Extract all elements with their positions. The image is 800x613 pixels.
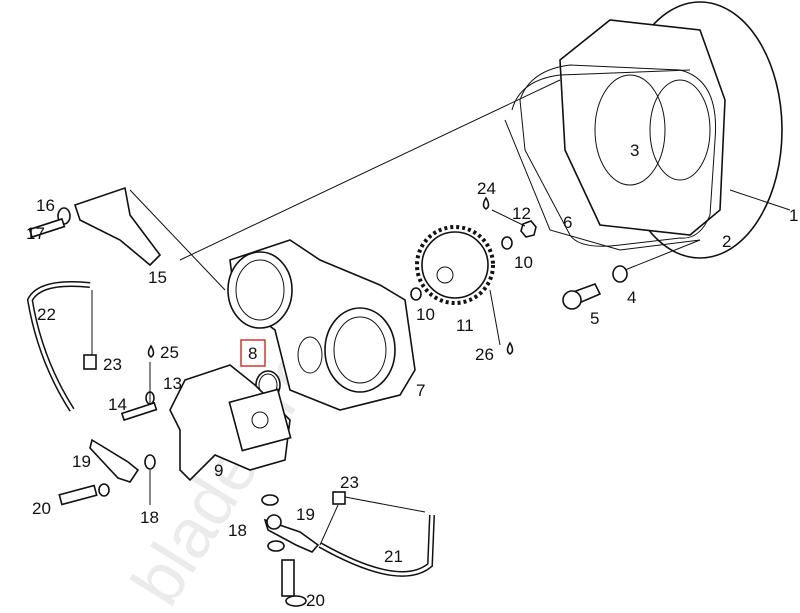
callout-17[interactable]: 17 bbox=[26, 224, 45, 243]
part-cap-screw bbox=[562, 283, 602, 310]
part-bolt bbox=[28, 217, 66, 239]
drop-icon bbox=[506, 341, 514, 355]
callout-15[interactable]: 15 bbox=[148, 268, 167, 287]
part-clip bbox=[332, 491, 346, 505]
leader-line bbox=[491, 209, 526, 227]
callout-24[interactable]: 24 bbox=[477, 179, 496, 198]
part-washer bbox=[410, 287, 422, 301]
callout-22[interactable]: 22 bbox=[37, 305, 56, 324]
part-nut bbox=[520, 220, 537, 238]
callout-23[interactable]: 23 bbox=[103, 355, 122, 374]
callout-9[interactable]: 9 bbox=[214, 461, 223, 480]
callout-11[interactable]: 11 bbox=[456, 316, 474, 335]
part-clip bbox=[83, 354, 97, 370]
part-washer bbox=[267, 540, 285, 552]
part-washer bbox=[144, 454, 156, 470]
callout-1[interactable]: 1 bbox=[789, 206, 798, 225]
part-bracket bbox=[73, 186, 162, 267]
callout-20[interactable]: 20 bbox=[306, 591, 325, 610]
part-gear bbox=[415, 225, 495, 305]
part-washer bbox=[98, 483, 110, 497]
callout-14[interactable]: 14 bbox=[108, 395, 127, 414]
callout-10[interactable]: 10 bbox=[514, 253, 533, 272]
callout-19[interactable]: 19 bbox=[296, 505, 315, 524]
leader-line bbox=[179, 79, 561, 261]
part-pump-housing bbox=[227, 239, 416, 411]
part-banjo-fitting bbox=[89, 438, 140, 483]
callout-5[interactable]: 5 bbox=[590, 309, 599, 328]
leader-line bbox=[489, 289, 501, 346]
part-washer bbox=[501, 236, 513, 250]
part-washer bbox=[261, 494, 279, 506]
leader-line bbox=[624, 239, 701, 271]
callout-6[interactable]: 6 bbox=[563, 213, 572, 232]
leader-line bbox=[319, 504, 339, 546]
callout-4[interactable]: 4 bbox=[627, 288, 636, 307]
callout-18[interactable]: 18 bbox=[140, 508, 159, 527]
part-washer bbox=[612, 265, 628, 283]
callout-21[interactable]: 21 bbox=[384, 547, 403, 566]
leader-line bbox=[129, 189, 226, 291]
callout-19[interactable]: 19 bbox=[72, 452, 91, 471]
highlight-box bbox=[240, 339, 266, 367]
callout-3[interactable]: 3 bbox=[630, 141, 639, 160]
part-oil-pump bbox=[169, 364, 292, 482]
callout-23[interactable]: 23 bbox=[340, 473, 359, 492]
drop-icon bbox=[147, 344, 155, 358]
part-cover bbox=[559, 1, 791, 259]
part-gasket bbox=[519, 64, 717, 247]
callout-12[interactable]: 12 bbox=[512, 204, 531, 223]
drop-icon bbox=[482, 196, 490, 210]
callout-2[interactable]: 2 bbox=[722, 232, 731, 251]
part-bolt bbox=[281, 559, 307, 607]
callout-10[interactable]: 10 bbox=[416, 305, 435, 324]
callout-13[interactable]: 13 bbox=[163, 374, 182, 393]
callout-16[interactable]: 16 bbox=[36, 196, 55, 215]
part-hose-bottom bbox=[318, 514, 435, 577]
part-bolt bbox=[58, 484, 98, 506]
callout-8[interactable]: 8 bbox=[248, 344, 257, 363]
gasket-outline bbox=[504, 69, 701, 251]
callout-7[interactable]: 7 bbox=[416, 381, 425, 400]
part-screw bbox=[120, 401, 158, 422]
callout-20[interactable]: 20 bbox=[32, 499, 51, 518]
part-banjo-fitting bbox=[263, 514, 320, 553]
part-hose-left bbox=[26, 281, 91, 412]
callout-labels: 17 16 15 22 23 25 13 14 19 20 18 9 8 7 1… bbox=[26, 141, 798, 610]
leader-line bbox=[344, 496, 426, 513]
callout-25[interactable]: 25 bbox=[160, 343, 179, 362]
callout-18[interactable]: 18 bbox=[228, 521, 247, 540]
callout-26[interactable]: 26 bbox=[475, 345, 494, 364]
